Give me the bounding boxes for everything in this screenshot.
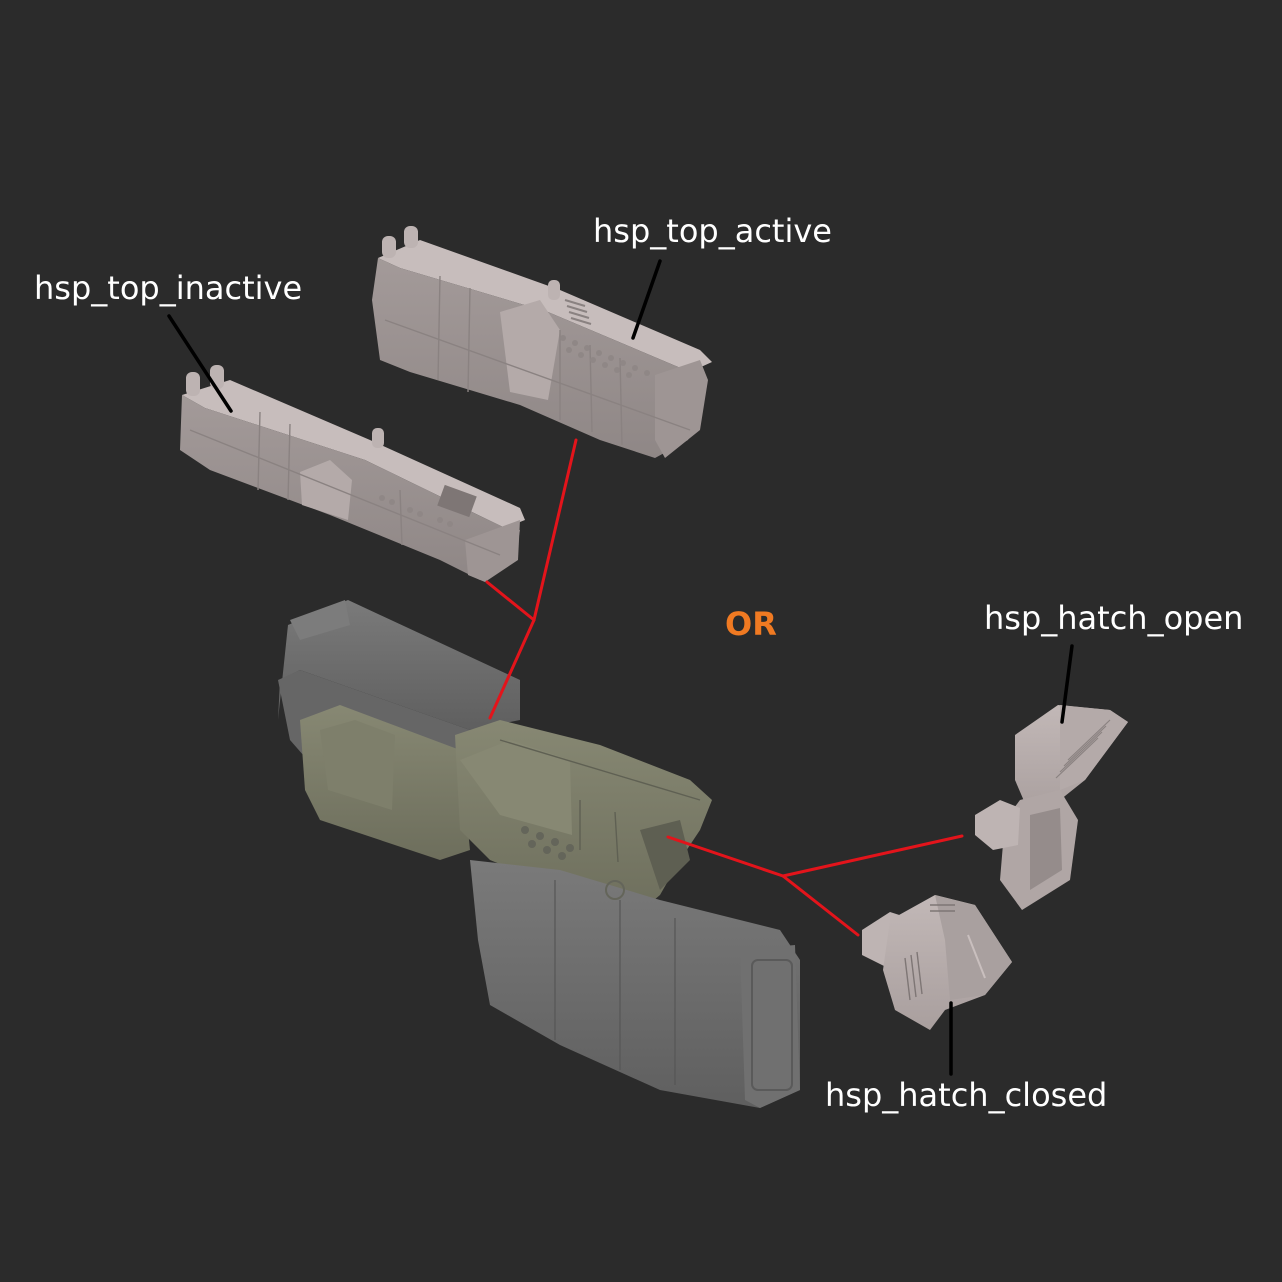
leader-top-active: [631, 259, 662, 340]
hsp-top-active-model: [372, 226, 712, 458]
label-hsp-top-active: hsp_top_active: [593, 212, 832, 250]
base-assembly-model: [278, 600, 800, 1108]
label-hsp-hatch-closed: hsp_hatch_closed: [825, 1076, 1108, 1114]
hsp-top-inactive-model: [180, 365, 525, 582]
leader-lines: [167, 259, 1074, 1076]
hsp-hatch-closed-model: [862, 895, 1012, 1030]
or-separator-label: OR: [725, 605, 777, 643]
hsp-hatch-open-model: [975, 705, 1128, 910]
connector-lines-top: [485, 438, 578, 720]
leader-hatch-open: [1060, 644, 1074, 724]
connector-lines-hatch: [666, 834, 964, 937]
leader-top-inactive: [167, 314, 233, 413]
label-hsp-top-inactive: hsp_top_inactive: [34, 269, 303, 307]
label-hsp-hatch-open: hsp_hatch_open: [984, 599, 1244, 637]
